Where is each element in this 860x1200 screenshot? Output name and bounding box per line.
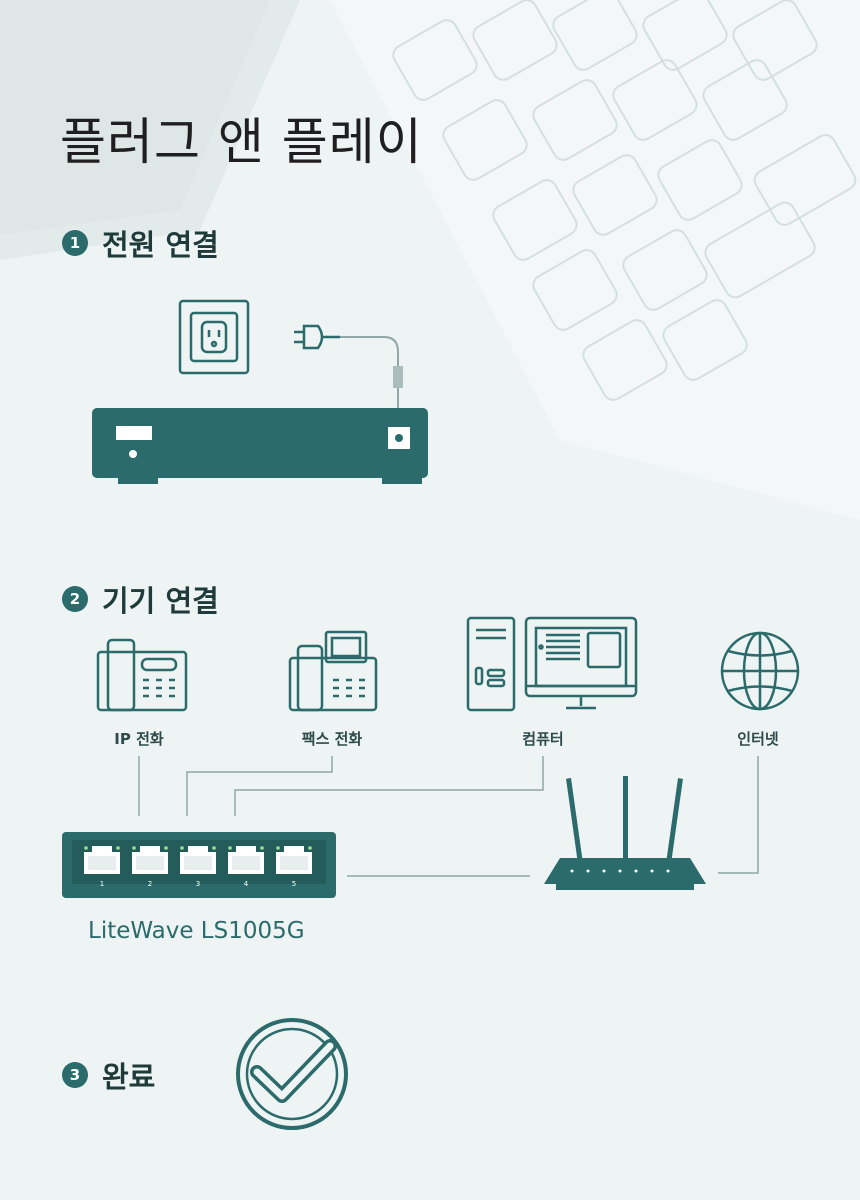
router-icon xyxy=(544,776,706,890)
port-number: 5 xyxy=(291,880,297,888)
power-plug-icon xyxy=(294,324,340,350)
ip-phone-label: IP 전화 xyxy=(114,730,164,748)
completed-check-icon xyxy=(236,1018,348,1130)
page-title: 플러그 앤 플레이 xyxy=(60,113,423,171)
step-3-label: 완료 xyxy=(102,1060,156,1094)
power-cable xyxy=(340,336,399,368)
port-number: 3 xyxy=(195,880,201,888)
port-number: 1 xyxy=(99,880,105,888)
connection-lines xyxy=(138,756,759,877)
step-3: 3 완료 xyxy=(62,1054,155,1096)
globe-icon xyxy=(720,631,800,711)
step-2: 2 기기 연결 xyxy=(62,578,219,620)
port-number: 2 xyxy=(147,880,153,888)
ethernet-port[interactable] xyxy=(128,842,172,878)
step-1-label: 전원 연결 xyxy=(102,228,219,262)
switch-model-label: LiteWave LS1005G xyxy=(88,918,305,944)
internet-label: 인터넷 xyxy=(737,730,779,748)
power-cable-connector xyxy=(393,366,403,388)
step-1: 1 전원 연결 xyxy=(62,222,219,264)
ethernet-port[interactable] xyxy=(272,842,316,878)
fax-phone-label: 팩스 전화 xyxy=(301,730,363,748)
ethernet-port[interactable] xyxy=(176,842,220,878)
ip-phone-icon xyxy=(96,638,188,712)
switch-power-box-icon xyxy=(92,408,428,484)
step-3-number: 3 xyxy=(62,1062,88,1088)
computer-icon xyxy=(466,616,638,712)
step-2-label: 기기 연결 xyxy=(102,584,219,618)
computer-label: 컴퓨터 xyxy=(522,730,564,748)
step-1-number: 1 xyxy=(62,230,88,256)
fax-phone-icon xyxy=(288,630,378,712)
power-outlet-icon xyxy=(178,299,250,375)
ethernet-port[interactable] xyxy=(80,842,124,878)
ethernet-port[interactable] xyxy=(224,842,268,878)
switch-ports: 1 2 3 4 5 xyxy=(80,842,320,894)
step-2-number: 2 xyxy=(62,586,88,612)
port-number: 4 xyxy=(243,880,249,888)
